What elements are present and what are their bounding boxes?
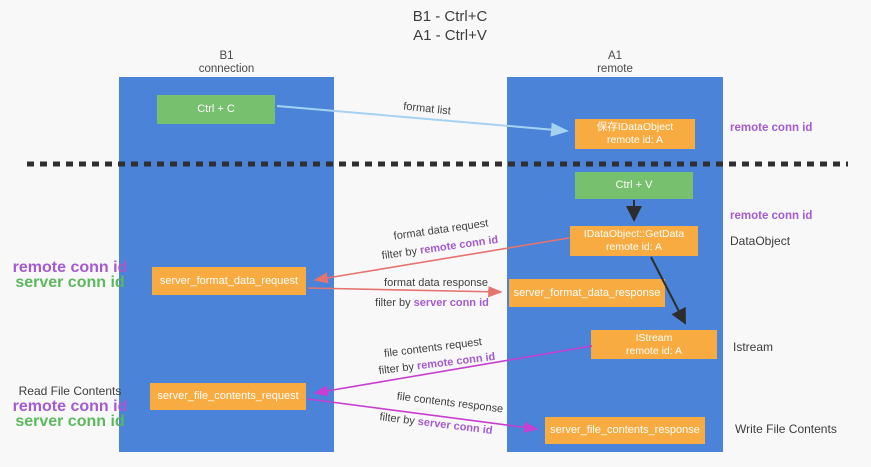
istream-line1: IStream (635, 331, 673, 344)
server-format-data-response-label: server_format_data_response (513, 286, 661, 299)
server-file-contents-request-node: server_file_contents_request (150, 383, 306, 410)
server-format-data-response-node: server_format_data_response (509, 279, 665, 307)
ctrl-c-label: Ctrl + C (197, 103, 235, 115)
file-contents-response-label: file contents response (396, 390, 504, 416)
format-data-response-label: format data response (384, 277, 488, 289)
save-idataobject-line1: 保存IDataObject (596, 121, 674, 133)
dataobject-label: DataObject (730, 234, 791, 248)
server-format-data-request-label: server_format_data_request (159, 274, 299, 287)
lane-header-a1: A1 remote (507, 50, 723, 76)
getdata-line1: IDataObject::GetData (583, 228, 685, 240)
ctrl-c-node: Ctrl + C (157, 95, 275, 124)
format-list-label: format list (402, 100, 452, 118)
lane-a1-subtitle: remote (597, 63, 633, 75)
lane-header-b1: B1 connection (119, 50, 334, 76)
title-line-b1: B1 - Ctrl+C (412, 8, 488, 25)
ctrl-v-label: Ctrl + V (615, 179, 653, 191)
filter-by-text: filter by (378, 411, 419, 428)
server-conn-id-text: server conn id (413, 297, 489, 309)
istream-node: IStream remote id: A (591, 330, 717, 359)
remote-conn-id-left-mid: remote conn id (12, 259, 128, 276)
read-file-contents-label: Read File Contents (18, 384, 122, 398)
server-file-contents-response-node: server_file_contents_response (545, 417, 705, 444)
idataobject-getdata-node: IDataObject::GetData remote id: A (570, 226, 698, 256)
lane-b1-subtitle: connection (198, 63, 255, 75)
left-conn-id-block: remote conn id server conn id (8, 259, 132, 291)
lane-a1-name: A1 (607, 50, 623, 62)
server-conn-id-text: server conn id (417, 415, 494, 437)
remote-conn-id-left-bottom: remote conn id (12, 398, 128, 415)
server-format-data-request-node: server_format_data_request (152, 267, 306, 295)
filter-by-server-conn-id-label-2: filter by server conn id (379, 411, 493, 437)
title-line-a1: A1 - Ctrl+V (413, 27, 487, 44)
server-file-contents-response-label: server_file_contents_response (550, 424, 700, 436)
remote-conn-id-right-mid: remote conn id (730, 210, 813, 222)
diagram-title: B1 - Ctrl+C A1 - Ctrl+V (330, 7, 570, 45)
istream-line2: remote id: A (625, 344, 683, 357)
save-idataobject-node: 保存IDataObject remote id: A (575, 119, 695, 149)
filter-by-text: filter by (375, 297, 414, 309)
left-read-block: Read File Contents remote conn id server… (8, 384, 132, 430)
filter-by-server-conn-id-label-1: filter by server conn id (375, 297, 489, 309)
istream-side-label: Istream (733, 340, 774, 354)
server-conn-id-left-bottom: server conn id (15, 413, 125, 430)
filter-by-text: filter by (378, 360, 418, 378)
write-file-contents-label: Write File Contents (735, 422, 837, 436)
filter-by-text: filter by (381, 244, 421, 263)
server-file-contents-request-label: server_file_contents_request (157, 390, 299, 402)
lane-b1-name: B1 (219, 50, 234, 62)
remote-conn-id-right-top: remote conn id (730, 122, 813, 134)
ctrl-v-node: Ctrl + V (575, 172, 693, 199)
save-idataobject-line2: remote id: A (606, 134, 664, 146)
server-conn-id-left-mid: server conn id (15, 274, 125, 291)
getdata-line2: remote id: A (605, 241, 663, 253)
